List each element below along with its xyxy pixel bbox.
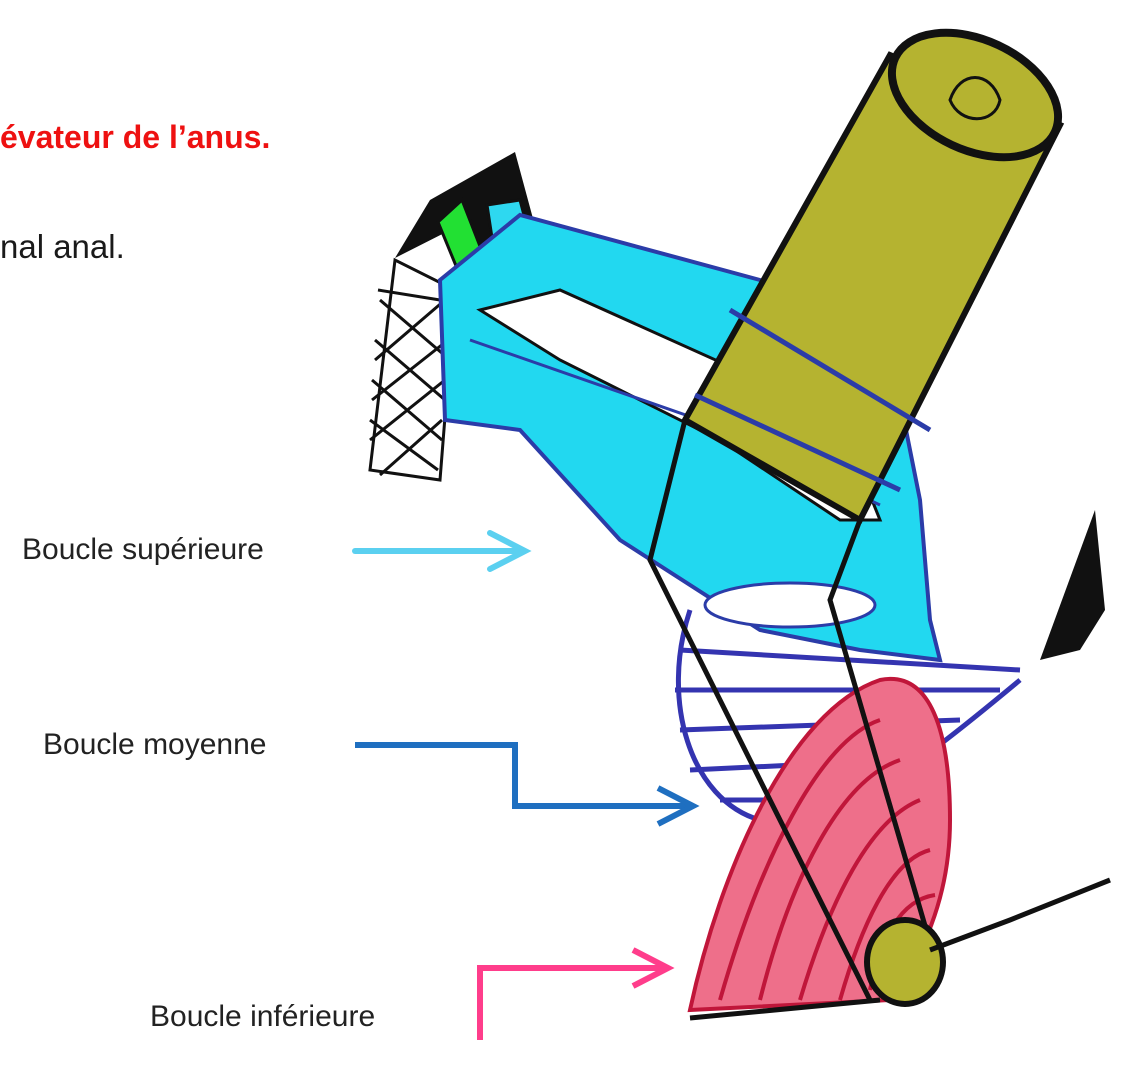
label-boucle-inferieure: Boucle inférieure bbox=[150, 1000, 376, 1033]
arrow-inferieure bbox=[477, 947, 675, 1040]
label-boucle-moyenne: Boucle moyenne bbox=[43, 728, 267, 761]
arrow-moyenne bbox=[355, 742, 700, 827]
arrow-superieure bbox=[352, 530, 532, 572]
pelvic-wall-mesh bbox=[368, 257, 457, 482]
coccyx-shape bbox=[1040, 510, 1105, 660]
red-heading: évateur de l’anus. bbox=[0, 119, 271, 155]
body-text: nal anal. bbox=[0, 228, 125, 265]
label-boucle-superieure: Boucle supérieure bbox=[22, 533, 264, 566]
rectum-tube bbox=[680, 28, 1065, 525]
perineum-line bbox=[689, 877, 1111, 1021]
anal-orifice bbox=[864, 917, 946, 1007]
anal-canal-lines bbox=[647, 419, 938, 1002]
clipped-title: tudes de Shafik » : bbox=[0, 0, 327, 8]
